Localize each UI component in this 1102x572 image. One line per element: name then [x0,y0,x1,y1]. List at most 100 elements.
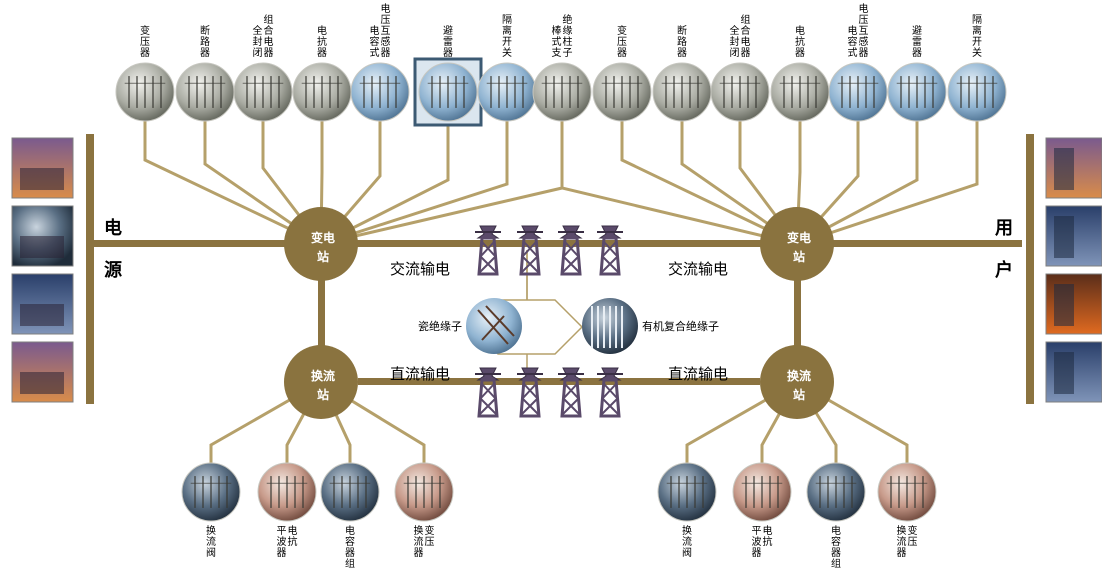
valve-icon [666,476,708,508]
equipment-label-char: 压 [425,536,435,548]
equipment-label-char: 路 [200,35,210,48]
ac-transmission-bar [90,240,1022,247]
equipment-label-char: 隔 [502,14,512,26]
equipment-label-char: 换 [897,524,907,537]
equipment-label-char: 器 [200,47,210,59]
equipment-label-char: 式 [370,46,380,59]
equipment-label-char: 组 [741,13,751,26]
equipment-label-char: 绝 [563,13,573,26]
connector-line [796,121,919,246]
equipment-label-char: 棒 [552,24,562,37]
source-label: 源 [104,259,122,281]
equipment-label-char: 流 [897,535,907,548]
user-label: 用 [995,218,1013,239]
equipment-label-char: 器 [414,547,424,559]
connector-line [796,380,909,463]
equipment-label-char: 压 [859,14,869,26]
equipment-label-char: 雷 [443,36,453,48]
equipment-label-char: 器 [831,547,841,559]
equipment-label-char: 封 [253,35,263,48]
dc-line-label: 直流输电 [390,365,450,383]
equipment-label-char: 隔 [972,14,982,26]
equipment-label-char: 全 [730,24,740,37]
equipment-label-char: 平 [752,526,762,537]
equipment-label-char: 离 [972,24,982,37]
equipment-label-char: 器 [677,47,687,59]
connector-line [143,121,322,246]
substation-hub[interactable] [284,207,358,281]
equipment-label-char: 压 [381,14,391,26]
source-bus-bar [86,134,94,404]
equipment-label-char: 离 [502,24,512,37]
equipment-label-char: 器 [859,47,869,59]
porcelain-insulator-icon [477,305,515,345]
capacitor-bank-icon [329,476,371,508]
breaker-icon [184,76,226,108]
user-label: 户 [995,259,1013,281]
equipment-label-char: 器 [277,547,287,559]
converter-station-hub[interactable] [284,345,358,419]
equipment-label-char: 抗 [763,535,773,548]
equipment-label-char: 阀 [206,546,216,559]
gis-icon [242,76,284,108]
equipment-label-char: 组 [345,557,355,570]
equipment-label-char: 关 [502,46,512,59]
substation-hub[interactable] [760,207,834,281]
equipment-label-char: 电 [288,524,298,537]
equipment-label-char: 变 [908,524,918,537]
equipment-label-char: 容 [370,35,380,48]
cvt-icon [837,76,879,108]
equipment-label-char: 合 [741,24,751,37]
equipment-label-char: 压 [908,536,918,548]
hub-label: 换流 [787,368,811,383]
train-icon [1054,216,1074,258]
equipment-label-char: 式 [848,46,858,59]
equipment-label-char: 器 [741,47,751,59]
equipment-label-char: 断 [677,24,687,37]
equipment-label-char: 器 [264,47,274,59]
equipment-label-char: 流 [682,535,692,548]
equipment-label-char: 容 [831,535,841,548]
connector-line [203,121,322,246]
equipment-label-char: 器 [617,47,627,59]
equipment-label-char: 组 [264,13,274,26]
equipment-label-char: 组 [831,557,841,570]
equipment-label-char: 合 [264,24,274,37]
equipment-label-char: 开 [502,37,512,48]
hub-label: 变电 [787,230,811,245]
equipment-label-char: 子 [563,47,573,59]
equipment-label-char: 互 [859,25,869,37]
equipment-label-char: 流 [206,535,216,548]
dc-tower-icon [473,366,503,418]
source-label: 电 [104,217,122,239]
equipment-label-char: 路 [677,35,687,48]
equipment-label-char: 换 [414,524,424,537]
equipment-label-char: 器 [345,547,355,559]
equipment-label-char: 电 [831,524,841,537]
equipment-label-char: 电 [795,24,805,37]
disconnector-icon [956,76,998,108]
equipment-label-char: 电 [345,524,355,537]
smoothing-reactor-icon [741,476,783,508]
equipment-label-char: 器 [381,47,391,59]
equipment-label-char: 器 [317,47,327,59]
wind-farm-icon [20,304,64,326]
equipment-label-char: 变 [617,24,627,37]
transformer-icon [124,76,166,108]
converter-station-hub[interactable] [760,345,834,419]
equipment-label-char: 雷 [912,36,922,48]
equipment-label-char: 器 [752,547,762,559]
connector-line [680,121,798,246]
equipment-label-char: 电 [381,2,391,15]
equipment-label-char: 容 [848,35,858,48]
equipment-label-char: 感 [381,35,391,48]
dc-tower-icon [556,366,586,418]
transformer-icon [601,76,643,108]
dc-tower-icon [595,366,625,418]
equipment-label-char: 平 [277,526,287,537]
breaker-icon [661,76,703,108]
hub-label: 站 [793,249,805,264]
equipment-label-char: 波 [752,535,762,548]
